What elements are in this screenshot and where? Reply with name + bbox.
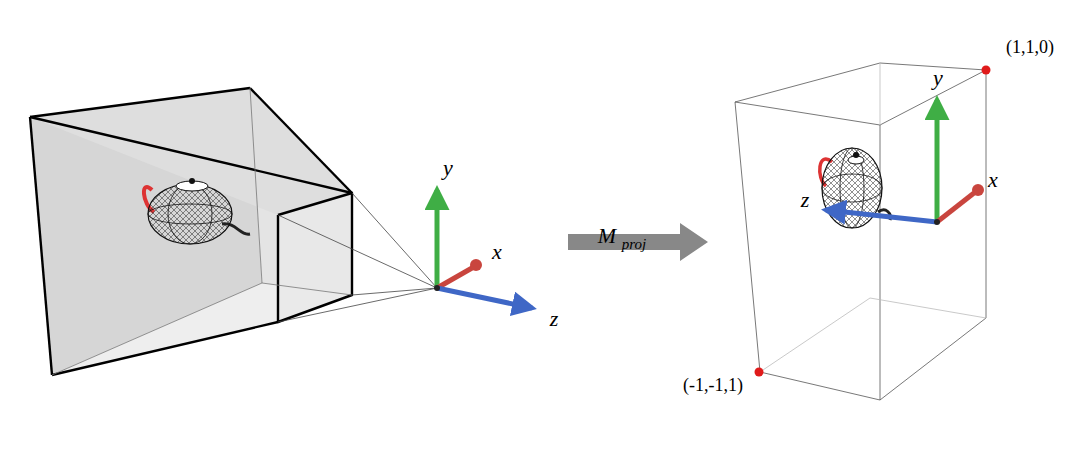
axis-label: x xyxy=(492,241,502,263)
corner-coordinate: (-1,-1,1) xyxy=(683,376,743,394)
camera-axes xyxy=(434,190,532,308)
axis-label: y xyxy=(933,67,943,89)
matrix-subscript: proj xyxy=(622,237,646,252)
ndc-box xyxy=(735,63,986,400)
matrix-symbol: M xyxy=(598,225,616,247)
transform-arrow xyxy=(568,223,708,261)
axis-label: z xyxy=(801,189,810,211)
corner-coordinate: (1,1,0) xyxy=(1006,38,1054,56)
axis-label: y xyxy=(443,157,453,179)
corner-dot xyxy=(982,66,991,75)
corner-dot xyxy=(755,368,764,377)
axis-label: x xyxy=(988,169,998,191)
axis-label: z xyxy=(550,308,559,330)
teapot xyxy=(144,178,250,244)
ndc-axes xyxy=(826,100,984,225)
view-frustum xyxy=(30,88,437,375)
